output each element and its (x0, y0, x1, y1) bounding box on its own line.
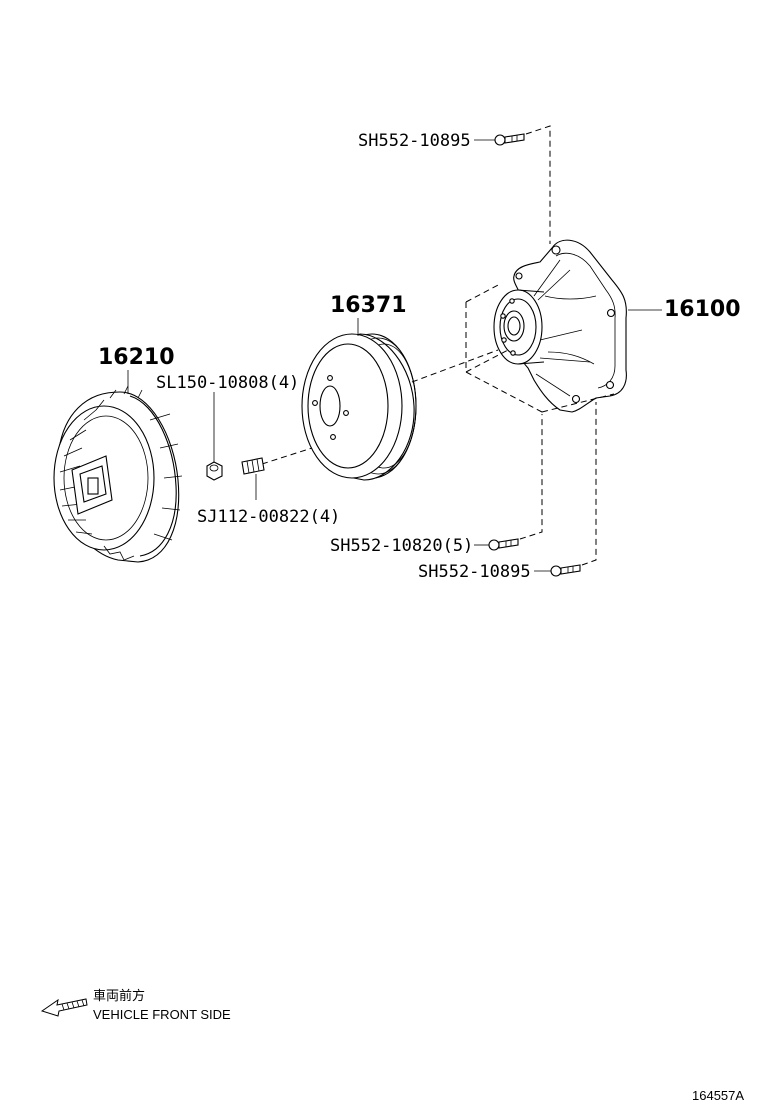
axis-bolt-top (525, 125, 551, 244)
legend-japanese: 車両前方 (93, 988, 145, 1003)
callout-16100: 16100 (664, 297, 741, 322)
stud-illustration[interactable] (241, 457, 265, 475)
callout-bolt-mid: SH552-10820(5) (330, 536, 473, 556)
axis-pulley-pump (411, 349, 499, 383)
fan-clutch-illustration[interactable] (53, 385, 183, 563)
diagram-ref-number: 164557A (692, 1088, 744, 1103)
axis-stud-pulley (261, 447, 313, 465)
bolt-top-illustration[interactable] (494, 133, 525, 146)
front-arrow-icon (40, 998, 88, 1017)
pulley-illustration[interactable] (301, 333, 417, 481)
legend-english: VEHICLE FRONT SIDE (93, 1007, 231, 1022)
callout-nut: SL150-10808(4) (156, 373, 299, 393)
axis-bolt-bottom (581, 402, 597, 566)
bolt-mid-illustration[interactable] (488, 538, 519, 551)
callout-bolt-bottom: SH552-10895 (418, 562, 531, 582)
axis-bolt-mid (519, 414, 543, 540)
water-pump-illustration[interactable] (493, 239, 627, 413)
bolt-bottom-illustration[interactable] (550, 564, 581, 577)
callout-16210: 16210 (98, 345, 175, 370)
vehicle-front-legend: 車両前方 VEHICLE FRONT SIDE (40, 988, 231, 1022)
callout-stud: SJ112-00822(4) (197, 507, 340, 527)
callout-bolt-top: SH552-10895 (358, 131, 471, 151)
callout-16371: 16371 (330, 293, 407, 318)
pump-hub-dash-box (465, 283, 615, 413)
nut-illustration[interactable] (206, 461, 223, 481)
